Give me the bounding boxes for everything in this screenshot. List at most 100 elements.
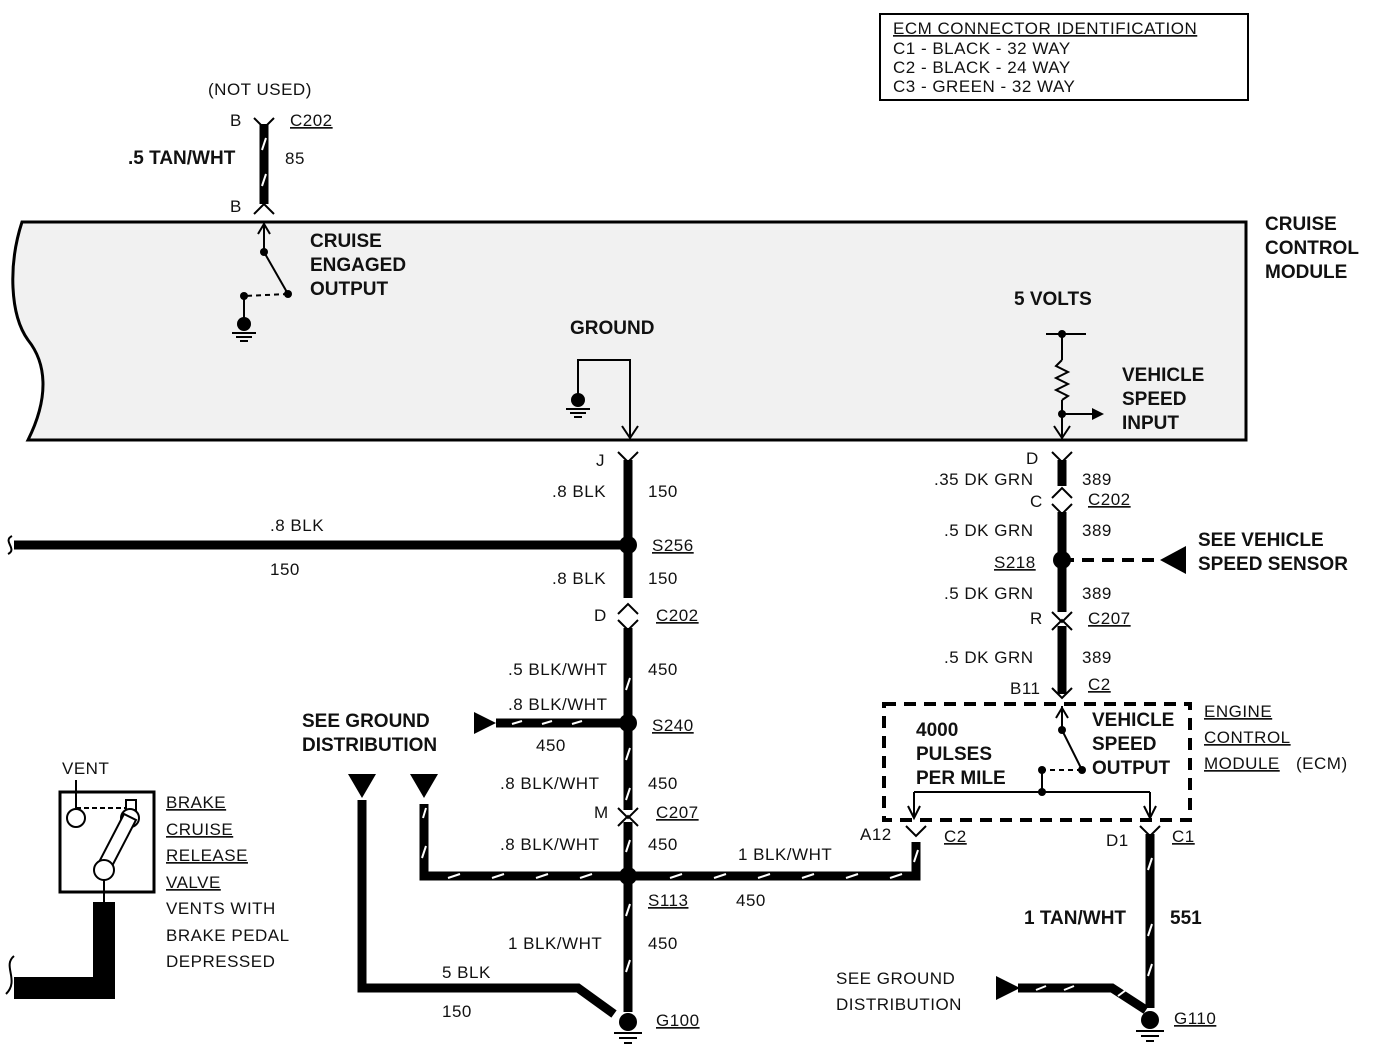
vso-switch-icon	[907, 706, 1157, 821]
pulses-label: 4000	[916, 720, 958, 741]
splice-s113	[619, 867, 637, 885]
vso-label: OUTPUT	[1092, 758, 1171, 779]
ground-point-label: G110	[1174, 1009, 1216, 1028]
ground-label: GROUND	[570, 318, 654, 339]
see-ground-label: SEE GROUND	[836, 969, 955, 988]
see-vss-label: SEE VEHICLE	[1198, 530, 1324, 551]
see-vss-label: SPEED SENSOR	[1198, 554, 1348, 575]
vehicle-speed-input-label: SPEED	[1122, 389, 1186, 410]
splice-label: S218	[994, 553, 1036, 572]
pin-label: A12	[860, 825, 892, 844]
pin-label: C	[1030, 492, 1043, 511]
engaged-switch-icon	[240, 222, 292, 320]
circuit-label: 389	[1082, 521, 1112, 540]
wire-label: .8 BLK	[552, 482, 606, 501]
wire-label: .5 TAN/WHT	[128, 148, 236, 169]
valve-label: BRAKE	[166, 793, 226, 812]
vehicle-speed-circuit-389: D .35 DK GRN 389 C C202 .5 DK GRN 389 S2…	[836, 449, 1348, 1042]
tan-wht-circuit-85: (NOT USED) B C202 .5 TAN/WHT 85 B	[128, 80, 333, 216]
ground-icon	[232, 317, 256, 342]
valve-label: BRAKE PEDAL	[166, 926, 290, 945]
see-ground-label: DISTRIBUTION	[836, 995, 962, 1014]
circuit-label: 450	[536, 736, 566, 755]
wire-label: 5 BLK	[442, 963, 491, 982]
circuit-label: 150	[648, 569, 678, 588]
pin-label: D1	[1106, 831, 1129, 850]
brake-cruise-release-valve: VENT BRAKE CRUISE RELEASE VALVE VENTS WI…	[5, 759, 290, 999]
ecm-label: (ECM)	[1296, 754, 1348, 773]
resistor-icon	[1046, 330, 1104, 440]
five-volts-label: 5 VOLTS	[1014, 289, 1092, 310]
connector-label: C207	[656, 803, 699, 822]
splice-label: S113	[648, 891, 688, 910]
legend-row: C1 - BLACK - 32 WAY	[893, 39, 1071, 58]
circuit-label: 450	[648, 660, 678, 679]
wire-label: .5 DK GRN	[944, 648, 1034, 667]
not-used-label: (NOT USED)	[208, 80, 312, 99]
connector-label: C202	[656, 606, 699, 625]
splice-s218	[1053, 551, 1071, 569]
connector-label: C202	[290, 111, 333, 130]
connector-label: C2	[1088, 675, 1111, 694]
ecm-label: CONTROL	[1204, 728, 1291, 747]
cruise-control-module: CRUISE CONTROL MODULE CRUISE ENGAGED OUT…	[11, 214, 1359, 442]
circuit-label: 389	[1082, 470, 1112, 489]
engaged-output-label: CRUISE	[310, 231, 382, 252]
arrow-icon	[996, 976, 1020, 1000]
engaged-output-label: OUTPUT	[310, 279, 389, 300]
pin-label: M	[594, 803, 609, 822]
splice-s240	[619, 714, 637, 732]
connector-label: C1	[1172, 827, 1195, 846]
wire-label: .8 BLK/WHT	[508, 695, 607, 714]
splice-label: S256	[652, 536, 694, 555]
pin-label: B11	[1010, 679, 1041, 698]
circuit-label: 450	[648, 774, 678, 793]
module-name: MODULE	[1265, 262, 1347, 283]
ecm-box	[882, 702, 1192, 822]
vent-label: VENT	[62, 759, 109, 778]
connector-label: C202	[1088, 490, 1131, 509]
arrow-icon	[410, 774, 438, 798]
circuit-label: 389	[1082, 648, 1112, 667]
ground-point-label: G100	[656, 1011, 700, 1030]
circuit-label: 150	[648, 482, 678, 501]
splice-label: S240	[652, 716, 694, 735]
ground-icon	[614, 1013, 642, 1044]
wire-label: .8 BLK	[270, 516, 324, 535]
legend-title: ECM CONNECTOR IDENTIFICATION	[893, 19, 1197, 38]
arrow-icon	[474, 712, 496, 734]
wire-label: .8 BLK/WHT	[500, 774, 599, 793]
pin-label: D	[1026, 449, 1039, 468]
wire-label: .8 BLK	[552, 569, 606, 588]
circuit-label: 150	[270, 560, 300, 579]
valve-label: DEPRESSED	[166, 952, 275, 971]
pin-label: B	[230, 197, 242, 216]
circuit-label: 450	[648, 934, 678, 953]
see-ground-label: SEE GROUND	[302, 711, 430, 732]
module-name: CONTROL	[1265, 238, 1359, 259]
engaged-output-label: ENGAGED	[310, 255, 406, 276]
valve-label: VALVE	[166, 873, 221, 892]
connector-label: C207	[1088, 609, 1131, 628]
vehicle-speed-input-label: INPUT	[1122, 413, 1179, 434]
wire-label: .8 BLK/WHT	[500, 835, 599, 854]
wire-label: 1 BLK/WHT	[738, 845, 832, 864]
arrow-icon	[1160, 546, 1186, 574]
legend-row: C2 - BLACK - 24 WAY	[893, 58, 1071, 77]
pulses-label: PER MILE	[916, 768, 1006, 789]
wire-label: .5 DK GRN	[944, 521, 1034, 540]
circuit-label: 551	[1170, 908, 1202, 929]
module-name: CRUISE	[1265, 214, 1337, 235]
ecm-label: ENGINE	[1204, 702, 1272, 721]
vehicle-speed-input-label: VEHICLE	[1122, 365, 1204, 386]
connector-label: C2	[944, 827, 967, 846]
legend-row: C3 - GREEN - 32 WAY	[893, 77, 1075, 96]
valve-label: CRUISE	[166, 820, 233, 839]
circuit-label: 450	[736, 891, 766, 910]
vso-label: SPEED	[1092, 734, 1156, 755]
see-ground-label: DISTRIBUTION	[302, 735, 437, 756]
wire-label: .5 BLK/WHT	[508, 660, 607, 679]
valve-label: VENTS WITH	[166, 899, 276, 918]
connector-legend: ECM CONNECTOR IDENTIFICATION C1 - BLACK …	[879, 13, 1249, 101]
